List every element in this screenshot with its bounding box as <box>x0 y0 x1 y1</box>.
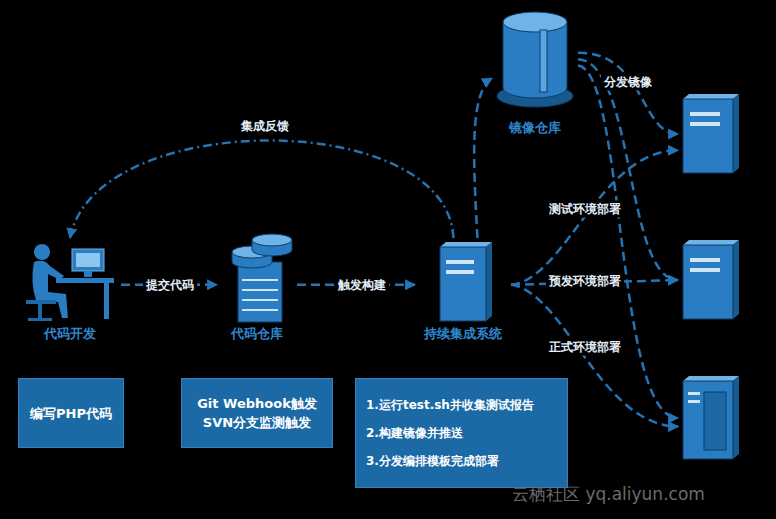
chair-seat <box>26 300 56 304</box>
flow-connector <box>578 66 678 418</box>
cylinder-body <box>503 22 567 98</box>
server-top <box>683 94 739 99</box>
server-slot <box>690 112 720 116</box>
flow-connector <box>511 150 678 284</box>
server-front <box>683 381 733 459</box>
icon-node: 代码仓库 <box>217 236 297 342</box>
node-label: 镜像仓库 <box>492 120 578 136</box>
step-list-box: 1.运行test.sh并收集测试报告 2.构建镜像并推送 3.分发编排模板完成部署 <box>355 378 568 488</box>
node-label: 代码仓库 <box>217 326 297 342</box>
server-top <box>683 376 739 381</box>
repo-line <box>242 299 278 301</box>
server-side <box>733 240 739 319</box>
repo-line <box>242 279 278 281</box>
chair-base <box>28 318 52 321</box>
server-slot <box>688 392 700 395</box>
server-node <box>678 239 740 321</box>
edge-label: 分发镜像 <box>601 74 655 91</box>
repo-tower <box>238 262 282 322</box>
server-slot <box>446 270 474 274</box>
code-repo-icon <box>232 234 292 322</box>
icon-node: 持续集成系统 <box>415 238 511 342</box>
server-slot <box>690 122 720 126</box>
server-front <box>683 245 733 319</box>
repo-line <box>242 309 278 311</box>
node-label: 编写PHP代码 <box>29 404 113 423</box>
server-slot <box>688 400 700 403</box>
server-icon <box>683 240 739 319</box>
edge-label: 提交代码 <box>143 277 197 294</box>
step-text: 1.运行test.sh并收集测试报告 <box>366 397 557 413</box>
server-front <box>683 99 733 173</box>
step-text: 2.构建镜像并推送 <box>366 425 557 441</box>
repo-disk-top <box>252 234 292 246</box>
server-top <box>683 240 739 245</box>
monitor <box>72 249 104 271</box>
desk-leg <box>104 283 109 319</box>
server-side <box>733 376 739 459</box>
monitor-stand <box>84 271 92 277</box>
image-repo-icon <box>497 12 573 107</box>
server-panel <box>704 392 726 450</box>
server-front <box>440 247 486 321</box>
watermark: 云栖社区 yq.aliyun.com <box>512 483 705 506</box>
chair-post <box>38 304 42 318</box>
repo-line <box>242 289 278 291</box>
edge-label: 预发环境部署 <box>546 273 624 290</box>
server-node <box>678 93 740 175</box>
icon-node: 镜像仓库 <box>492 8 578 136</box>
person-head <box>34 244 50 260</box>
server-slot <box>690 258 720 262</box>
node-label: 代码开发 <box>19 326 121 342</box>
node-label: 持续集成系统 <box>415 326 511 342</box>
cylinder-bar <box>540 30 547 92</box>
flow-connector <box>474 78 492 238</box>
edge-label: 测试环境部署 <box>546 201 624 218</box>
developer-icon <box>26 244 114 321</box>
server-side <box>486 242 492 321</box>
server-slot <box>446 260 474 264</box>
server-side <box>733 94 739 173</box>
edge-label: 集成反馈 <box>238 118 292 135</box>
edge-label: 触发构建 <box>335 277 389 294</box>
step-text: 3.分发编排模板完成部署 <box>366 453 557 469</box>
ci-server-icon <box>440 242 492 321</box>
node-label: Git Webhook触发 SVN分支监测触发 <box>192 394 322 432</box>
icon-node: 代码开发 <box>19 238 121 342</box>
monitor-screen <box>76 253 100 267</box>
desk <box>56 278 114 283</box>
flow-connector <box>578 59 678 280</box>
flow-connector <box>70 141 453 239</box>
server-top <box>440 242 492 247</box>
cylinder-top <box>503 12 567 32</box>
person-body <box>32 261 68 318</box>
server-node <box>678 375 740 461</box>
tower-server-icon <box>683 376 739 459</box>
note-box: Git Webhook触发 SVN分支监测触发 <box>181 378 333 448</box>
server-icon <box>683 94 739 173</box>
server-slot <box>690 268 720 272</box>
note-box: 编写PHP代码 <box>18 378 124 448</box>
edge-label: 正式环境部署 <box>546 339 624 356</box>
